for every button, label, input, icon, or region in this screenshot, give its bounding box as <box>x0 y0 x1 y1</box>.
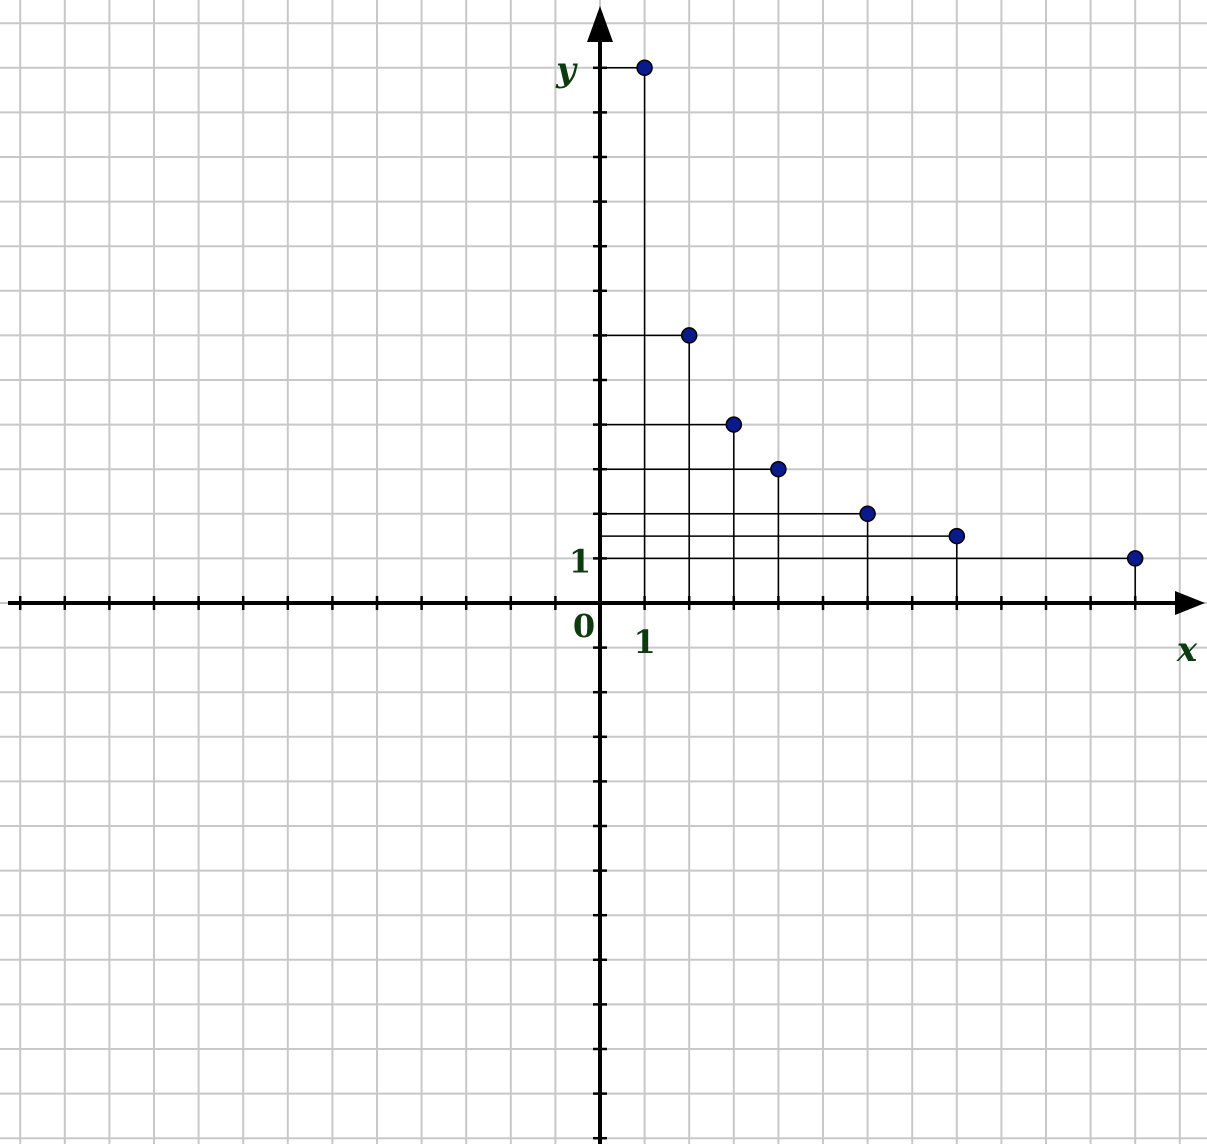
guide-lines <box>600 67 1136 603</box>
origin-tick-label: 0 <box>573 607 595 645</box>
data-point <box>770 460 787 478</box>
x-tick-label-1: 1 <box>633 623 655 661</box>
axis-ticks <box>18 66 1137 1140</box>
data-point <box>636 59 653 77</box>
data-point <box>859 505 876 523</box>
axis-labels: x y 0 1 1 <box>555 50 1198 670</box>
axes <box>8 6 1205 1144</box>
y-axis-label: y <box>555 50 578 90</box>
y-tick-label-1: 1 <box>569 542 591 580</box>
data-point <box>1126 550 1144 567</box>
x-axis-arrowhead <box>1175 591 1205 615</box>
data-points <box>636 59 1144 567</box>
data-point <box>948 527 966 545</box>
data-point <box>725 416 743 433</box>
y-axis-arrowhead <box>587 6 613 42</box>
data-point <box>680 327 698 344</box>
x-axis-label: x <box>1176 630 1198 670</box>
